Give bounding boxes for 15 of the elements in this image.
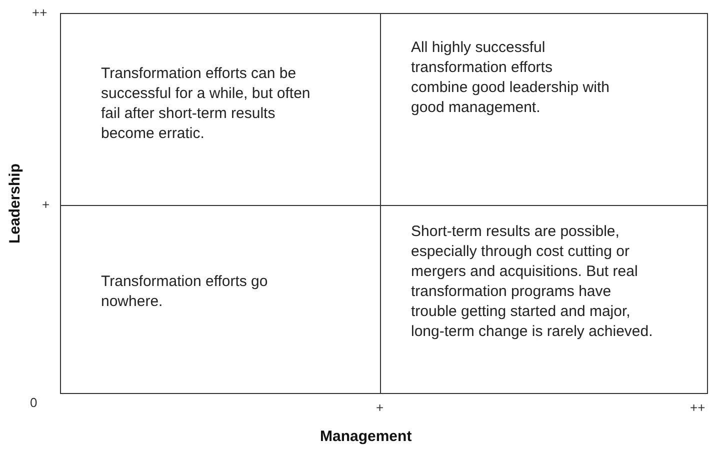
quadrant-text: All highly successful transformation efforts combine good leadership with good management.: [411, 38, 610, 118]
axis-tick-label: +: [376, 400, 384, 415]
axis-tick-label: ++: [32, 5, 48, 20]
axis-title: Leadership: [6, 162, 24, 246]
axis-tick-label: ++: [690, 400, 706, 415]
quadrant-box: [380, 205, 708, 394]
axis-tick-label: +: [42, 197, 50, 212]
axis-title: Management: [320, 428, 412, 445]
axis-tick-label: 0: [30, 395, 38, 410]
quadrant-text: Transformation efforts can be successful for a while, but often fail after short-term results become erratic.: [101, 64, 312, 144]
quadrant-box: [60, 205, 381, 394]
quadrant-box: [380, 13, 708, 206]
quadrant-text: Transformation efforts go nowhere.: [101, 272, 269, 312]
quadrant-box: [60, 13, 381, 206]
quadrant-text: Short-term results are possible, especially through cost cutting or mergers and acquisitions. But real transformation programs have trouble getting started and major, long-term change is rarely achieved.: [411, 222, 654, 342]
